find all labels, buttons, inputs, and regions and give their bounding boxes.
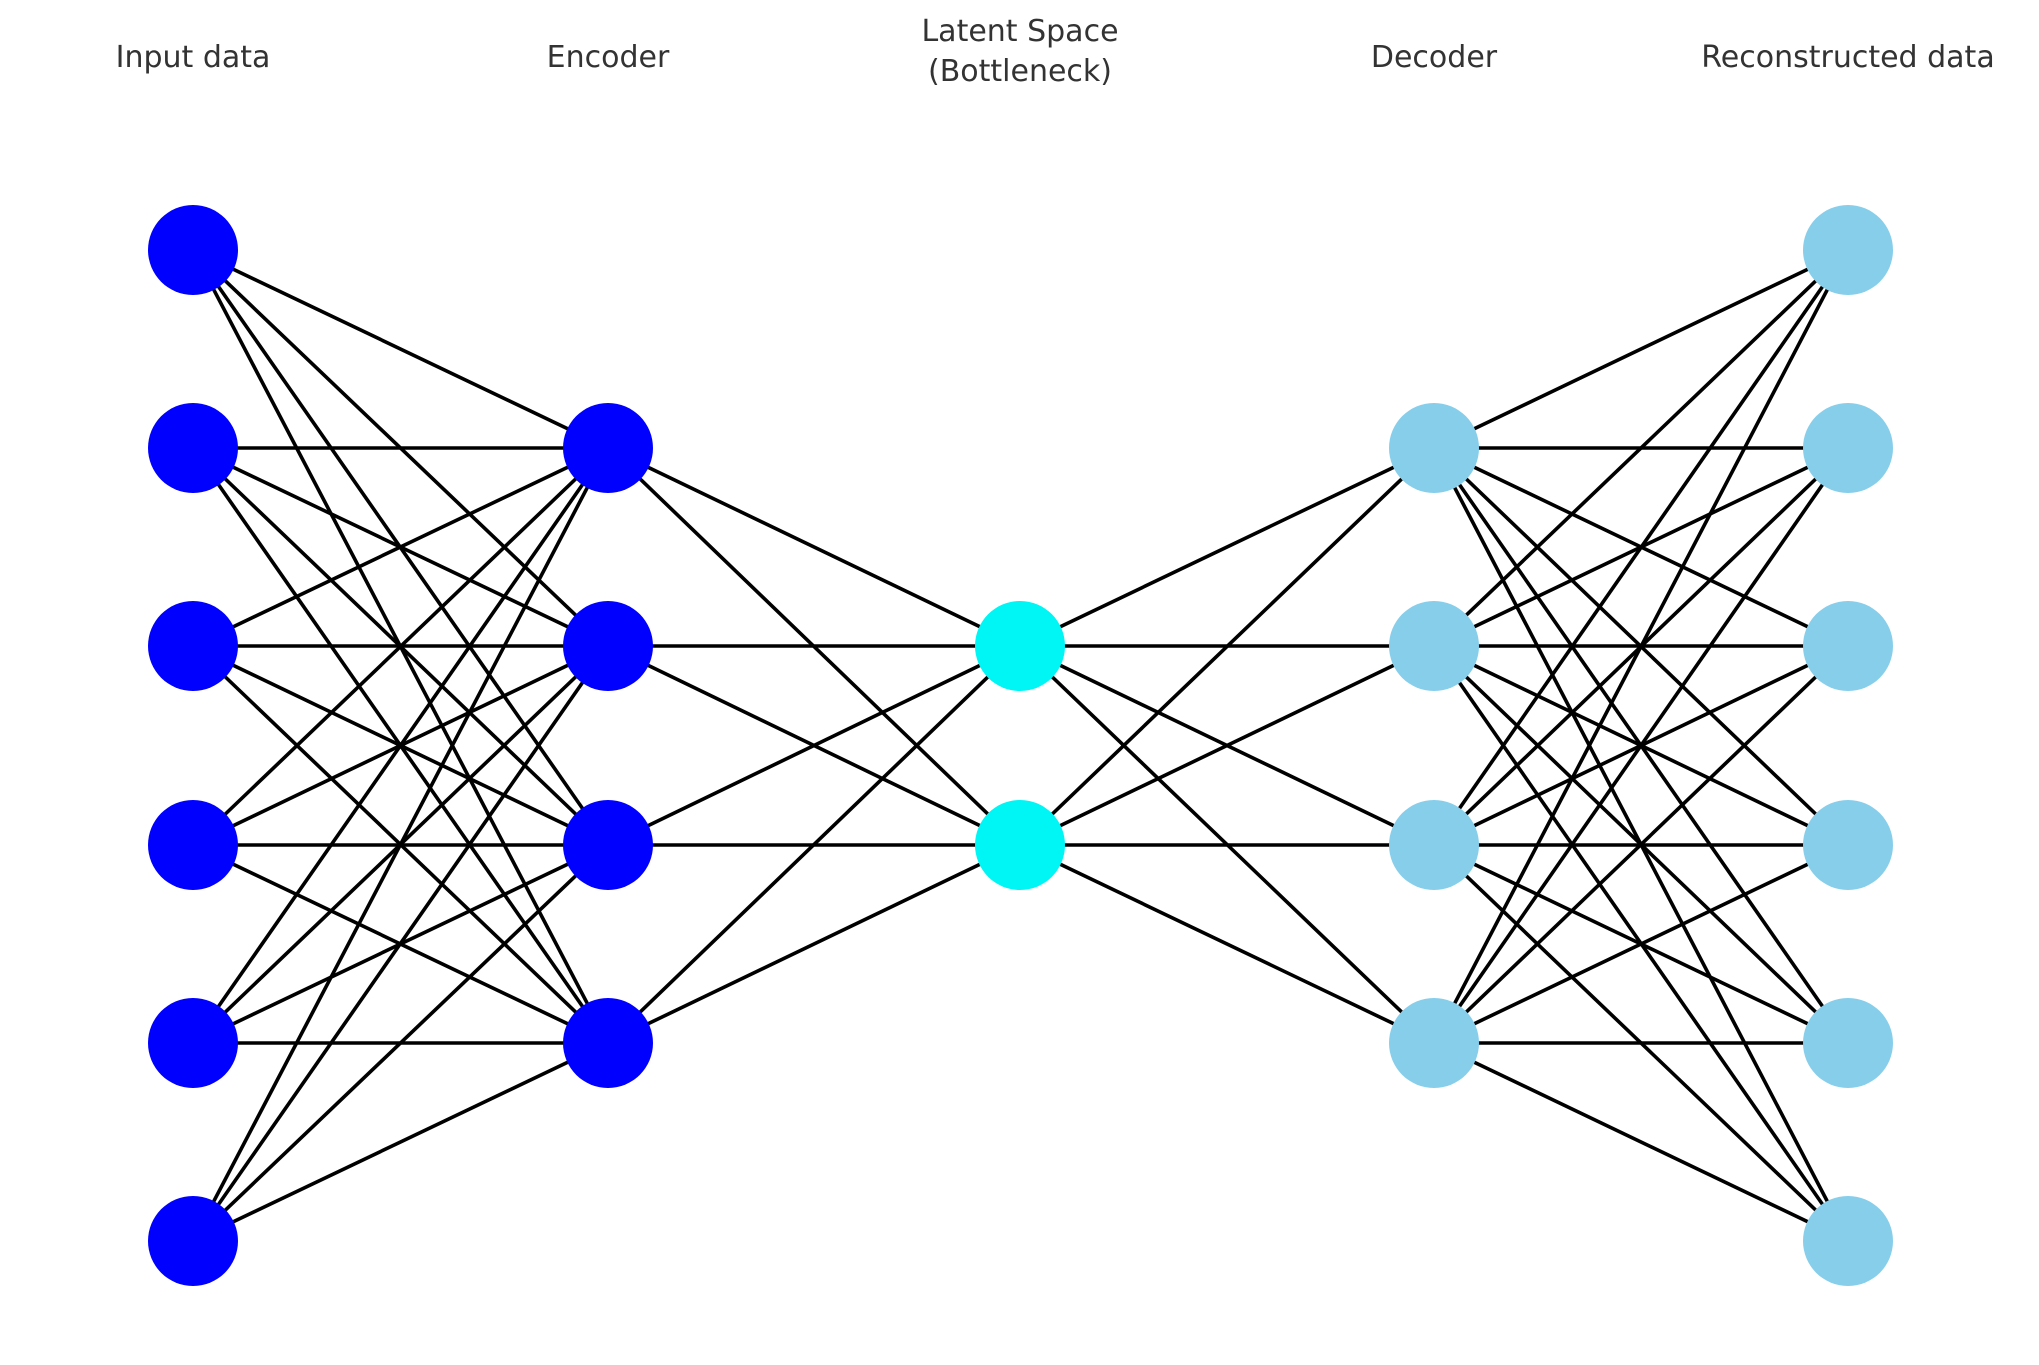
label-reconstructed-data: Reconstructed data [1701, 40, 1995, 75]
node-decoder-3 [1389, 800, 1479, 890]
edge-input-4-encoder-1 [191, 446, 610, 847]
edge-encoder-4-latent-2 [607, 843, 1021, 1045]
edge-input-6-encoder-3 [191, 843, 610, 1243]
edge-decoder-4-reconstructed-6 [1433, 1041, 1849, 1243]
edge-input-1-encoder-1 [192, 248, 609, 450]
node-input-4 [148, 800, 238, 890]
node-latent-1 [975, 601, 1065, 691]
edge-encoder-3-latent-1 [607, 644, 1021, 847]
node-decoder-1 [1389, 403, 1479, 493]
node-reconstructed-5 [1803, 998, 1893, 1088]
edge-input-6-encoder-4 [192, 1041, 609, 1243]
label-decoder: Decoder [1370, 40, 1498, 75]
edge-decoder-2-reconstructed-1 [1432, 248, 1850, 648]
node-latent-2 [975, 800, 1065, 890]
edge-input-6-encoder-1 [191, 447, 610, 1242]
edge-input-5-encoder-1 [191, 446, 610, 1045]
edge-decoder-4-reconstructed-2 [1432, 446, 1850, 1045]
node-decoder-4 [1389, 998, 1479, 1088]
edge-latent-2-decoder-2 [1019, 644, 1435, 847]
edge-latent-2-decoder-4 [1019, 843, 1435, 1045]
node-input-1 [148, 205, 238, 295]
node-input-2 [148, 403, 238, 493]
edge-encoder-1-latent-1 [607, 446, 1021, 648]
node-input-5 [148, 998, 238, 1088]
node-encoder-4 [563, 998, 653, 1088]
edge-decoder-1-reconstructed-1 [1433, 248, 1849, 450]
node-input-3 [148, 601, 238, 691]
node-decoder-2 [1389, 601, 1479, 691]
edge-latent-2-decoder-1 [1018, 446, 1436, 847]
node-encoder-3 [563, 800, 653, 890]
node-reconstructed-4 [1803, 800, 1893, 890]
label-latent-space-line1: Latent Space [921, 14, 1119, 49]
edge-input-3-encoder-1 [192, 446, 609, 648]
label-latent-space-line2: (Bottleneck) [928, 54, 1112, 89]
label-encoder: Encoder [546, 40, 670, 75]
edge-decoder-3-reconstructed-1 [1432, 248, 1850, 847]
node-reconstructed-1 [1803, 205, 1893, 295]
label-latent-space: Latent Space (Bottleneck) [921, 12, 1118, 92]
label-input-data: Input data [115, 40, 271, 75]
node-encoder-2 [563, 601, 653, 691]
edge-decoder-4-reconstructed-3 [1432, 644, 1850, 1045]
edge-decoder-4-reconstructed-1 [1432, 249, 1850, 1044]
node-reconstructed-6 [1803, 1196, 1893, 1286]
node-reconstructed-3 [1803, 601, 1893, 691]
edge-input-6-encoder-2 [191, 644, 610, 1243]
node-encoder-1 [563, 403, 653, 493]
edge-latent-1-decoder-1 [1019, 446, 1435, 648]
node-reconstructed-2 [1803, 403, 1893, 493]
edge-decoder-4-reconstructed-4 [1433, 843, 1849, 1045]
node-input-6 [148, 1196, 238, 1286]
edge-encoder-4-latent-1 [606, 644, 1022, 1045]
